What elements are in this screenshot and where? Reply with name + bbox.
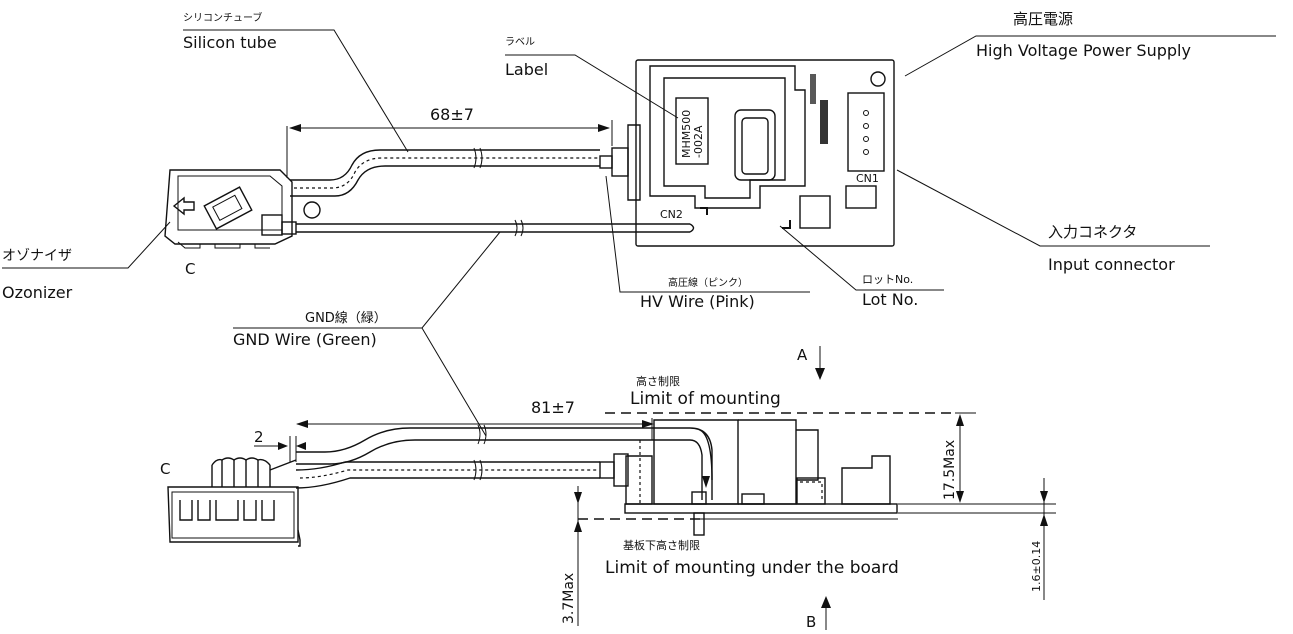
lot-no-en-label: Lot No. — [862, 290, 918, 309]
flow-arrow-icon — [172, 196, 195, 216]
dimension-17-5 — [898, 414, 976, 505]
dimension-1-6 — [898, 478, 1056, 600]
dimension-3-7 — [574, 486, 582, 626]
gnd-wire-en-label: GND Wire (Green) — [233, 330, 377, 349]
power-supply-board-top — [627, 59, 895, 247]
silicon-tube-side — [295, 453, 629, 489]
ref-c-side: C — [160, 460, 170, 478]
cn1-label: CN1 — [856, 172, 879, 185]
hv-wire-leader — [605, 175, 810, 293]
dimension-81 — [296, 418, 654, 440]
label-leader — [505, 54, 679, 119]
gnd-wire-jp-label: GND線（緑） — [305, 310, 387, 326]
label-en-label: Label — [505, 60, 548, 79]
hv-supply-en-label: High Voltage Power Supply — [976, 41, 1191, 60]
silicon-tube-jp-label: シリコンチューブ — [183, 11, 262, 24]
hv-supply-jp-label: 高圧電源 — [1013, 10, 1073, 28]
hv-wire-en-label: HV Wire (Pink) — [640, 292, 755, 311]
ozonizer-top-view — [164, 169, 321, 249]
input-connector-leader — [896, 169, 1210, 247]
silicon-tube-en-label: Silicon tube — [183, 33, 277, 52]
ozonizer-jp-label: オゾナイザ — [2, 248, 72, 264]
label-jp-label: ラベル — [505, 36, 535, 48]
silicon-tube-leader — [183, 29, 409, 153]
view-a-label: A — [797, 346, 808, 364]
dimension-gap: 2 — [254, 428, 264, 446]
limit-under-jp-label: 基板下高さ制限 — [623, 538, 700, 552]
gnd-wire-leader — [233, 231, 501, 437]
lot-no-leader — [779, 225, 944, 291]
board-part-label: MHM500-002A — [680, 110, 705, 158]
hv-supply-leader — [904, 35, 1276, 77]
cn2-label: CN2 — [660, 208, 683, 221]
dimension-board-thickness: 1.6±0.14 — [1030, 541, 1043, 592]
silicon-tube-top — [290, 147, 600, 197]
dimension-top-length: 68±7 — [430, 105, 474, 124]
dimension-side-length: 81±7 — [531, 398, 575, 417]
wire-top — [296, 219, 695, 237]
ozonizer-side-view — [167, 457, 301, 547]
hv-wire-jp-label: 高圧線（ピンク） — [668, 276, 748, 289]
input-connector-jp-label: 入力コネクタ — [1048, 223, 1137, 241]
input-connector-en-label: Input connector — [1048, 255, 1175, 274]
dimension-max-height: 17.5Max — [942, 440, 958, 500]
power-supply-board-side — [624, 419, 898, 536]
ozonizer-en-label: Ozonizer — [2, 283, 73, 302]
lot-no-jp-label: ロットNo. — [862, 273, 913, 286]
ozonizer-leader — [2, 221, 171, 269]
board-marking — [820, 100, 828, 144]
dimension-under-height: 3.7Max — [561, 573, 577, 624]
limit-mount-en-label: Limit of mounting — [630, 389, 781, 409]
limit-under-en-label: Limit of mounting under the board — [605, 558, 899, 578]
view-b-label: B — [806, 613, 816, 631]
ref-c-top: C — [185, 260, 195, 278]
dimension-68 — [286, 120, 613, 178]
limit-mount-jp-label: 高さ制限 — [636, 374, 680, 388]
board-marking — [810, 74, 816, 104]
